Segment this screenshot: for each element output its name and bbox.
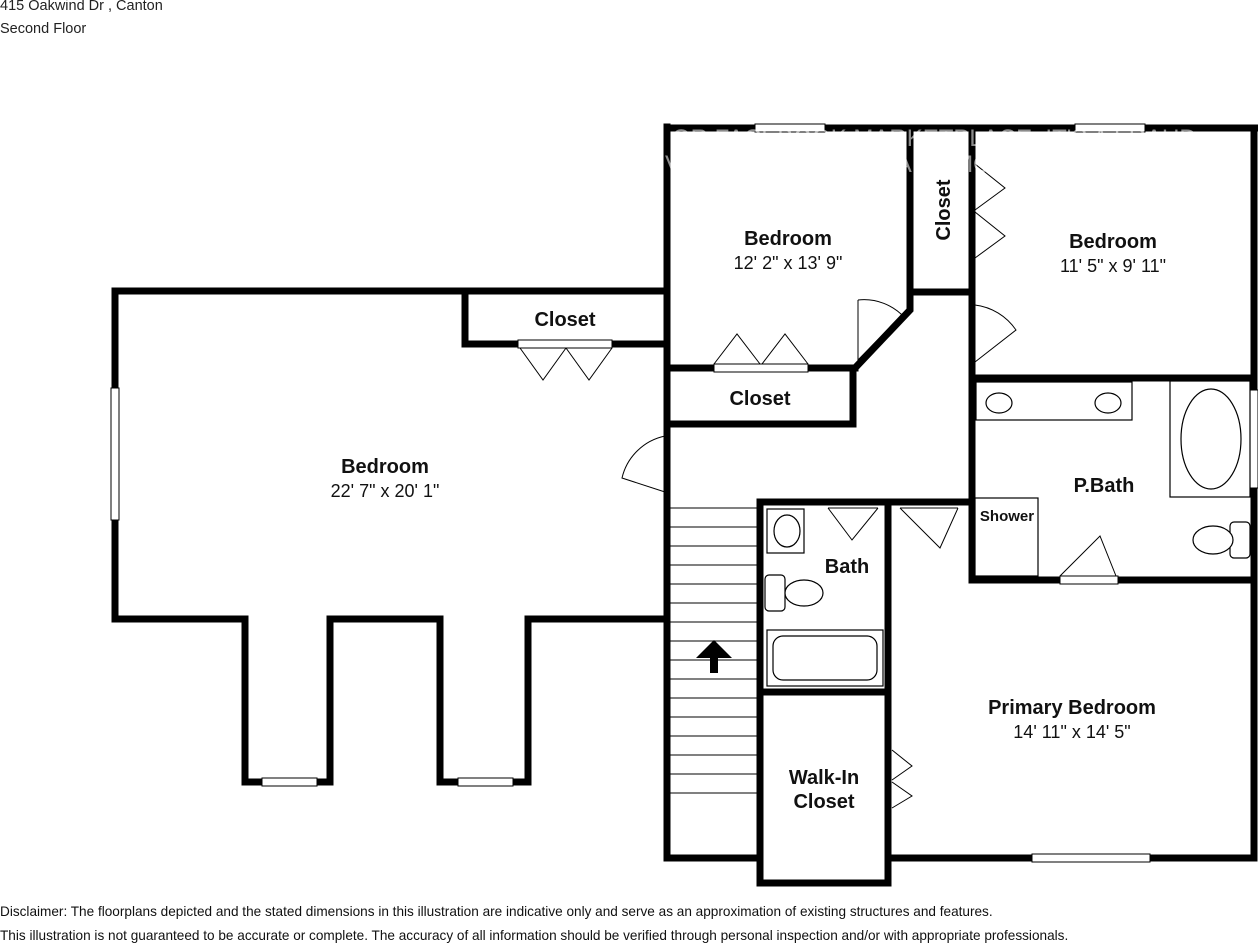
- closet-door: [974, 163, 1006, 259]
- bedroom-door: [621, 435, 666, 493]
- window: [110, 387, 120, 521]
- wall-bath: [756, 498, 969, 862]
- window: [1059, 575, 1119, 585]
- toilet-bowl: [784, 579, 824, 607]
- shower-stall: [974, 497, 1039, 577]
- property-address: 415 Oakwind Dr , Canton: [0, 0, 163, 14]
- pbath-door: [1059, 535, 1117, 577]
- room-name-walkin-line1: Walk-In: [789, 767, 859, 789]
- primary-door: [899, 507, 959, 549]
- closet-door: [713, 333, 809, 365]
- room-name-bedroom-large: Bedroom: [341, 456, 429, 478]
- room-name-walkin-line2: Closet: [793, 791, 854, 813]
- room-name-bedroom-middle: Bedroom: [744, 228, 832, 250]
- stairs: [670, 507, 757, 794]
- window: [713, 363, 809, 373]
- fixtures: [764, 380, 1251, 687]
- sink-basin: [1094, 392, 1122, 414]
- floor-label: Second Floor: [0, 21, 87, 37]
- disclaimer-line1: Disclaimer: The floorplans depicted and …: [0, 904, 993, 919]
- room-dims-bedroom-middle: 12' 2" x 13' 9": [734, 253, 843, 273]
- wall-mid-closet: [663, 364, 857, 428]
- angled-door: [857, 313, 904, 361]
- window: [1031, 853, 1151, 863]
- room-name-primary-bedroom: Primary Bedroom: [988, 697, 1156, 719]
- room-labels: Bedroom 22' 7" x 20' 1" Bedroom 12' 2" x…: [331, 179, 1166, 813]
- sink-basin: [985, 392, 1013, 414]
- doors: [519, 163, 1117, 809]
- sink-basin: [773, 514, 801, 548]
- closet-door: [519, 347, 613, 381]
- wall-bottom: [663, 854, 1258, 887]
- walkin-door: [891, 749, 913, 809]
- room-name-shower: Shower: [980, 508, 1034, 525]
- room-name-closet-vertical: Closet: [933, 179, 955, 240]
- room-dims-bedroom-large: 22' 7" x 20' 1": [331, 481, 440, 501]
- wall-mid-bedroom-right: [850, 126, 914, 373]
- watermark-line2: VISIT ZILLOW TO LEARN MORE: [665, 151, 1025, 178]
- bathtub-basin: [772, 635, 878, 681]
- room-name-p-bath: P.Bath: [1074, 475, 1135, 497]
- bedroom-door: [974, 304, 1017, 363]
- window: [517, 339, 613, 349]
- windows: [110, 123, 1258, 863]
- stair-arrow-icon: [696, 640, 732, 673]
- window: [1074, 123, 1146, 133]
- room-name-closet-middle: Closet: [729, 388, 790, 410]
- room-dims-primary-bedroom: 14' 11" x 14' 5": [1013, 722, 1130, 742]
- bathtub-basin: [1180, 388, 1242, 490]
- window: [457, 777, 514, 787]
- window: [1249, 389, 1258, 489]
- room-name-bath: Bath: [825, 556, 869, 578]
- bath-door: [827, 507, 879, 541]
- room-name-bedroom-right: Bedroom: [1069, 231, 1157, 253]
- room-name-closet-left: Closet: [534, 309, 595, 331]
- room-dims-bedroom-right: 11' 5" x 9' 11": [1060, 256, 1166, 276]
- walls: [111, 123, 1258, 887]
- watermark-line1: OR FACEBOOK MARKETPLACE, IT'S A FRAUD: [672, 125, 1197, 152]
- wall-left-bedroom: [111, 287, 669, 786]
- disclaimer-line2: This illustration is not guaranteed to b…: [0, 928, 1069, 943]
- toilet-bowl: [1192, 525, 1234, 555]
- window: [261, 777, 318, 787]
- bedroom-door: [857, 299, 906, 362]
- window: [754, 123, 826, 133]
- toilet-tank: [764, 574, 786, 612]
